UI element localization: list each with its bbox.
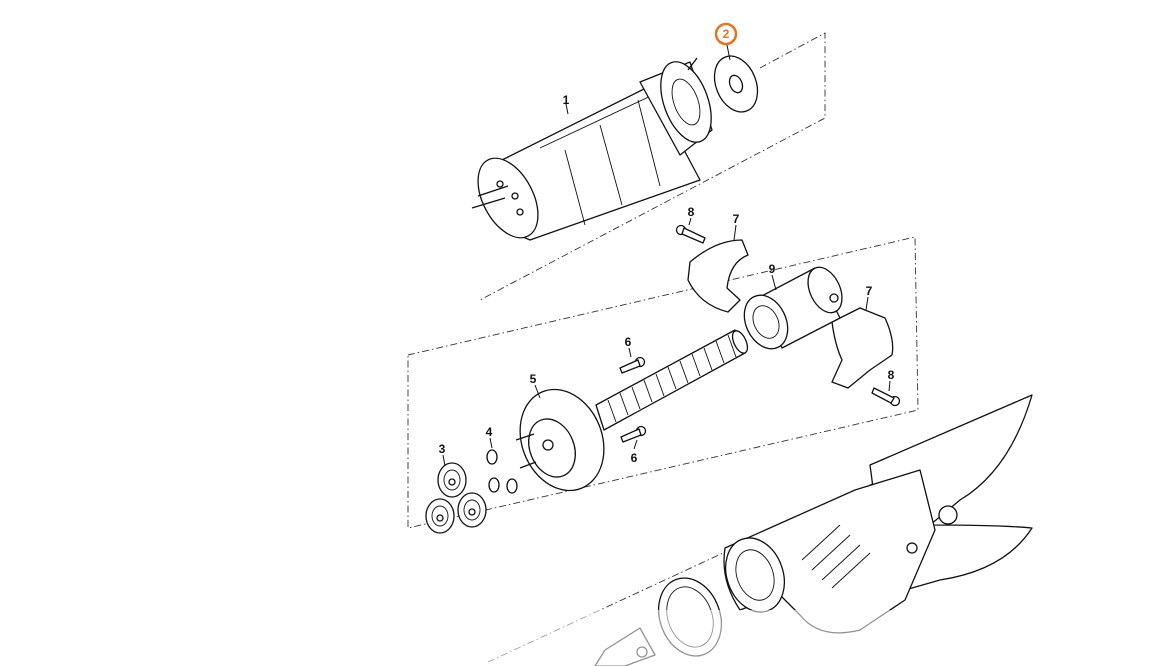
frame-motor: [479, 32, 826, 301]
callout-part-5[interactable]: 5: [530, 372, 537, 386]
callout-part-6-lower[interactable]: 6: [631, 451, 638, 465]
callout-part-8-lower[interactable]: 8: [888, 368, 895, 382]
callout-part-6-upper[interactable]: 6: [625, 335, 632, 349]
part-screw-upper[interactable]: [675, 224, 706, 244]
callout-part-1[interactable]: 1: [563, 93, 570, 107]
part-motor[interactable]: [466, 55, 721, 248]
part-pruner-head: [723, 394, 1033, 634]
part-clamp-lower[interactable]: [831, 307, 894, 389]
callout-labels: 1 2 3 4 5 6 6 7 7 8 8 9: [439, 22, 895, 465]
part-clamp-upper[interactable]: [687, 239, 749, 313]
callout-part-8-upper[interactable]: 8: [688, 205, 695, 219]
callout-part-7-lower[interactable]: 7: [866, 284, 873, 298]
callout-part-9[interactable]: 9: [769, 262, 776, 276]
bottom-fade: [0, 610, 1154, 666]
callout-part-3[interactable]: 3: [439, 442, 446, 456]
highlight-ring: [714, 22, 738, 46]
part-screw-lower[interactable]: [871, 387, 901, 407]
part-planet-gears[interactable]: [425, 462, 487, 534]
part-small-washers[interactable]: [486, 449, 518, 494]
callout-part-4[interactable]: 4: [486, 425, 493, 439]
part-spindle[interactable]: [505, 329, 750, 504]
part-washer[interactable]: [707, 50, 766, 119]
part-screw-6-lower[interactable]: [620, 425, 647, 443]
callout-part-2-highlighted[interactable]: 2: [723, 27, 730, 41]
part-screw-6-upper[interactable]: [619, 356, 646, 374]
callout-leaders: [442, 44, 891, 467]
part-sleeve[interactable]: [736, 262, 849, 356]
callout-part-7-upper[interactable]: 7: [733, 212, 740, 226]
